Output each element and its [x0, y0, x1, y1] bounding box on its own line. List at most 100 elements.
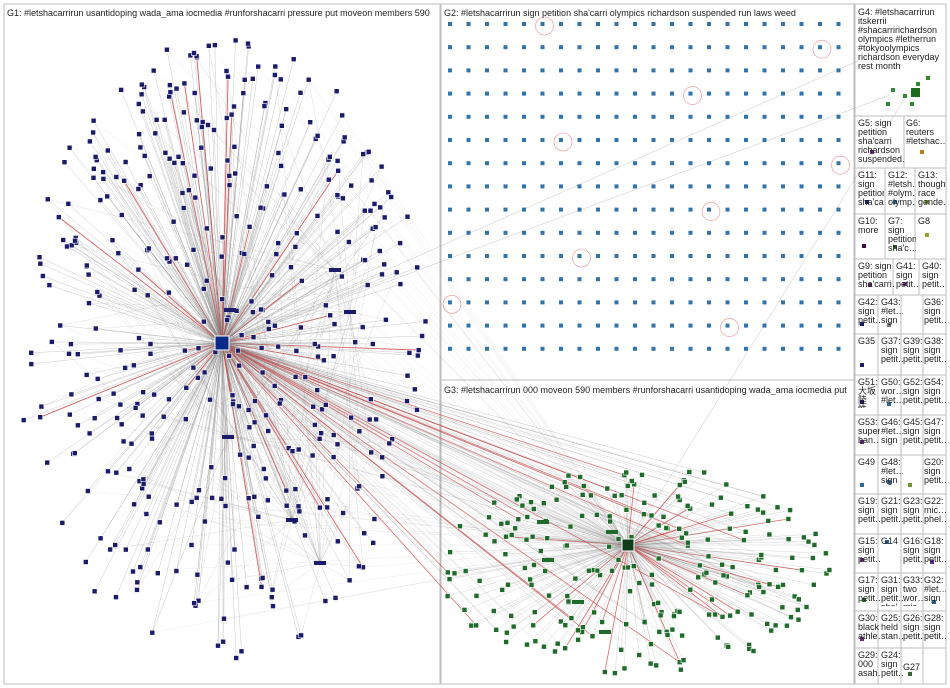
node	[689, 22, 693, 26]
node	[522, 45, 526, 49]
node	[37, 255, 42, 260]
node	[670, 324, 674, 328]
group-panel	[441, 4, 854, 380]
node	[615, 68, 619, 72]
node	[837, 45, 841, 49]
node	[744, 300, 748, 304]
node	[242, 77, 247, 82]
node	[633, 68, 637, 72]
node	[578, 231, 582, 235]
group-label-g20: G20: sign petit…	[924, 458, 946, 488]
node	[331, 354, 336, 359]
node	[219, 254, 224, 259]
node	[612, 493, 617, 498]
node	[332, 322, 337, 327]
node	[232, 144, 237, 149]
node	[718, 495, 723, 500]
node	[141, 477, 146, 482]
edge	[272, 563, 320, 597]
node	[491, 609, 496, 614]
node	[123, 547, 128, 552]
node	[670, 22, 674, 26]
node	[266, 327, 271, 332]
node	[467, 347, 471, 351]
node	[726, 644, 731, 649]
node	[492, 500, 497, 505]
node	[293, 374, 298, 379]
node	[172, 160, 177, 165]
node	[578, 475, 583, 480]
node	[652, 161, 656, 165]
node	[230, 393, 235, 398]
group-label-g10: G10: more	[858, 217, 884, 237]
node	[538, 549, 543, 554]
node	[652, 184, 656, 188]
node	[380, 474, 385, 479]
node	[150, 436, 155, 441]
node	[91, 175, 96, 180]
node	[163, 150, 168, 155]
node	[272, 73, 277, 78]
node	[485, 184, 489, 188]
node	[670, 231, 674, 235]
node	[448, 184, 452, 188]
group-label-g23: G23: sign petit…	[903, 497, 923, 527]
node	[578, 68, 582, 72]
node-hub	[572, 600, 584, 604]
node	[139, 82, 144, 87]
group-label-g17: G17: sign petit…	[858, 576, 880, 606]
node	[485, 115, 489, 119]
node	[49, 339, 54, 344]
node	[506, 582, 511, 587]
node	[135, 580, 140, 585]
node	[296, 447, 301, 452]
node	[251, 444, 256, 449]
node	[707, 68, 711, 72]
node	[761, 510, 766, 515]
node	[448, 92, 452, 96]
node	[105, 148, 110, 153]
node	[633, 300, 637, 304]
node	[886, 102, 890, 106]
node	[773, 568, 778, 573]
node	[38, 261, 43, 266]
node	[615, 138, 619, 142]
node	[704, 570, 709, 575]
node	[232, 104, 237, 109]
node	[800, 45, 804, 49]
node	[193, 195, 198, 200]
node	[387, 441, 392, 446]
node	[299, 278, 304, 283]
node	[818, 347, 822, 351]
group-label-g13: G13: thought race gende…	[918, 171, 946, 211]
node	[467, 231, 471, 235]
node	[249, 299, 254, 304]
node	[837, 347, 841, 351]
node	[185, 262, 190, 267]
node	[596, 254, 600, 258]
node	[726, 277, 730, 281]
node	[745, 593, 750, 598]
node	[649, 572, 654, 577]
node	[362, 531, 367, 536]
node	[151, 68, 156, 73]
node	[744, 324, 748, 328]
node	[615, 115, 619, 119]
node	[448, 22, 452, 26]
node	[115, 416, 120, 421]
node	[448, 231, 452, 235]
node	[837, 22, 841, 26]
node	[331, 455, 336, 460]
node	[596, 184, 600, 188]
node	[445, 570, 450, 575]
node	[633, 184, 637, 188]
node	[194, 118, 199, 123]
node	[232, 547, 237, 552]
group-label-g46: G46: #let… sign	[881, 418, 903, 448]
group-label-g8: G8	[918, 217, 946, 229]
node	[238, 452, 243, 457]
node-hub	[224, 308, 236, 312]
node	[681, 658, 686, 663]
node	[615, 324, 619, 328]
node	[781, 300, 785, 304]
